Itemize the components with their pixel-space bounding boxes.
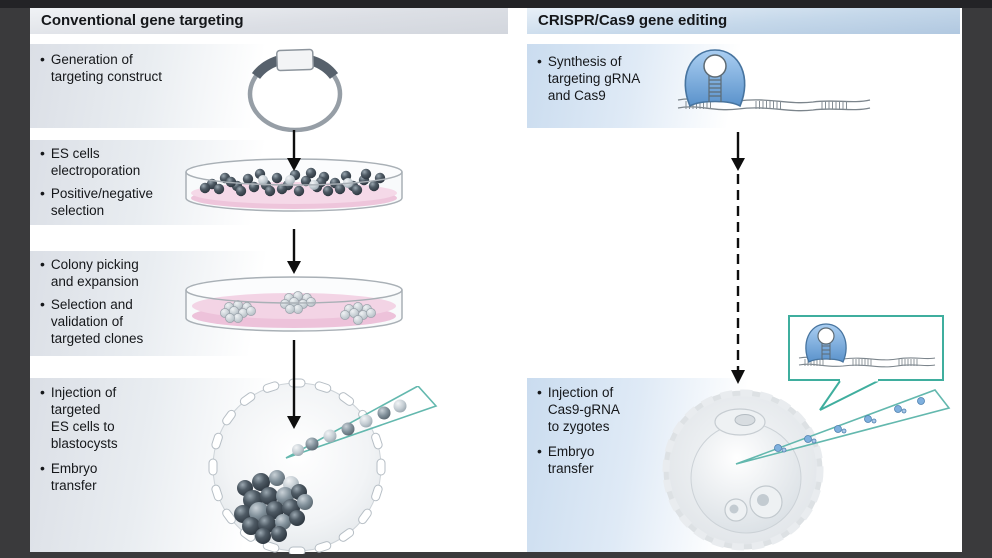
inset-callout-tail [819,379,879,411]
colonies [220,291,376,325]
cas9-grna-particles [774,397,925,453]
plasmid-icon [247,48,343,133]
right-panel-title: CRISPR/Cas9 gene editing [538,12,728,29]
cas9-injection-pipette-icon [735,389,951,465]
bullet-item: Selection and validation of targeted clo… [40,296,508,347]
petri-dish-colonies-icon [185,276,403,332]
bullet-item: Positive/negative selection [40,185,508,219]
bullet-item: Embryo transfer [40,460,508,494]
bullet-item: Synthesis of targeting gRNA and Cas9 [537,53,960,104]
bullet-item: Generation of targeting construct [40,51,508,85]
cas9-inset-box [788,315,944,381]
pronuclei [724,485,783,522]
frame-top-bar [0,0,992,8]
cas9-grna-dna-icon [677,49,871,112]
cas9-grna-dna-mini-icon [798,323,936,368]
left-step1-box: Generation of targeting construct [30,44,508,128]
left-panel-title: Conventional gene targeting [41,12,244,29]
arrow-down-right-panel [731,132,745,171]
bullet-item: ES cells electroporation [40,145,508,179]
bullet-item: Embryo transfer [537,443,960,477]
inner-cell-mass [234,470,313,544]
bullet-item: Colony picking and expansion [40,256,508,290]
bullet-item: Injection of Cas9-gRNA to zygotes [537,384,960,435]
injection-pipette-icon [285,386,438,459]
dashed-arrow-down [731,174,745,384]
arrow-down-3 [287,340,301,429]
bullet-item: Injection of targeted ES cells to blasto… [40,384,508,452]
petri-dish-es-cells-icon [185,158,403,212]
arrow-down-2 [287,229,301,274]
left-panel-header: Conventional gene targeting [30,8,508,34]
right-panel-header: CRISPR/Cas9 gene editing [527,8,960,34]
blastocyst-icon [208,378,386,554]
arrow-down-1 [287,130,301,171]
